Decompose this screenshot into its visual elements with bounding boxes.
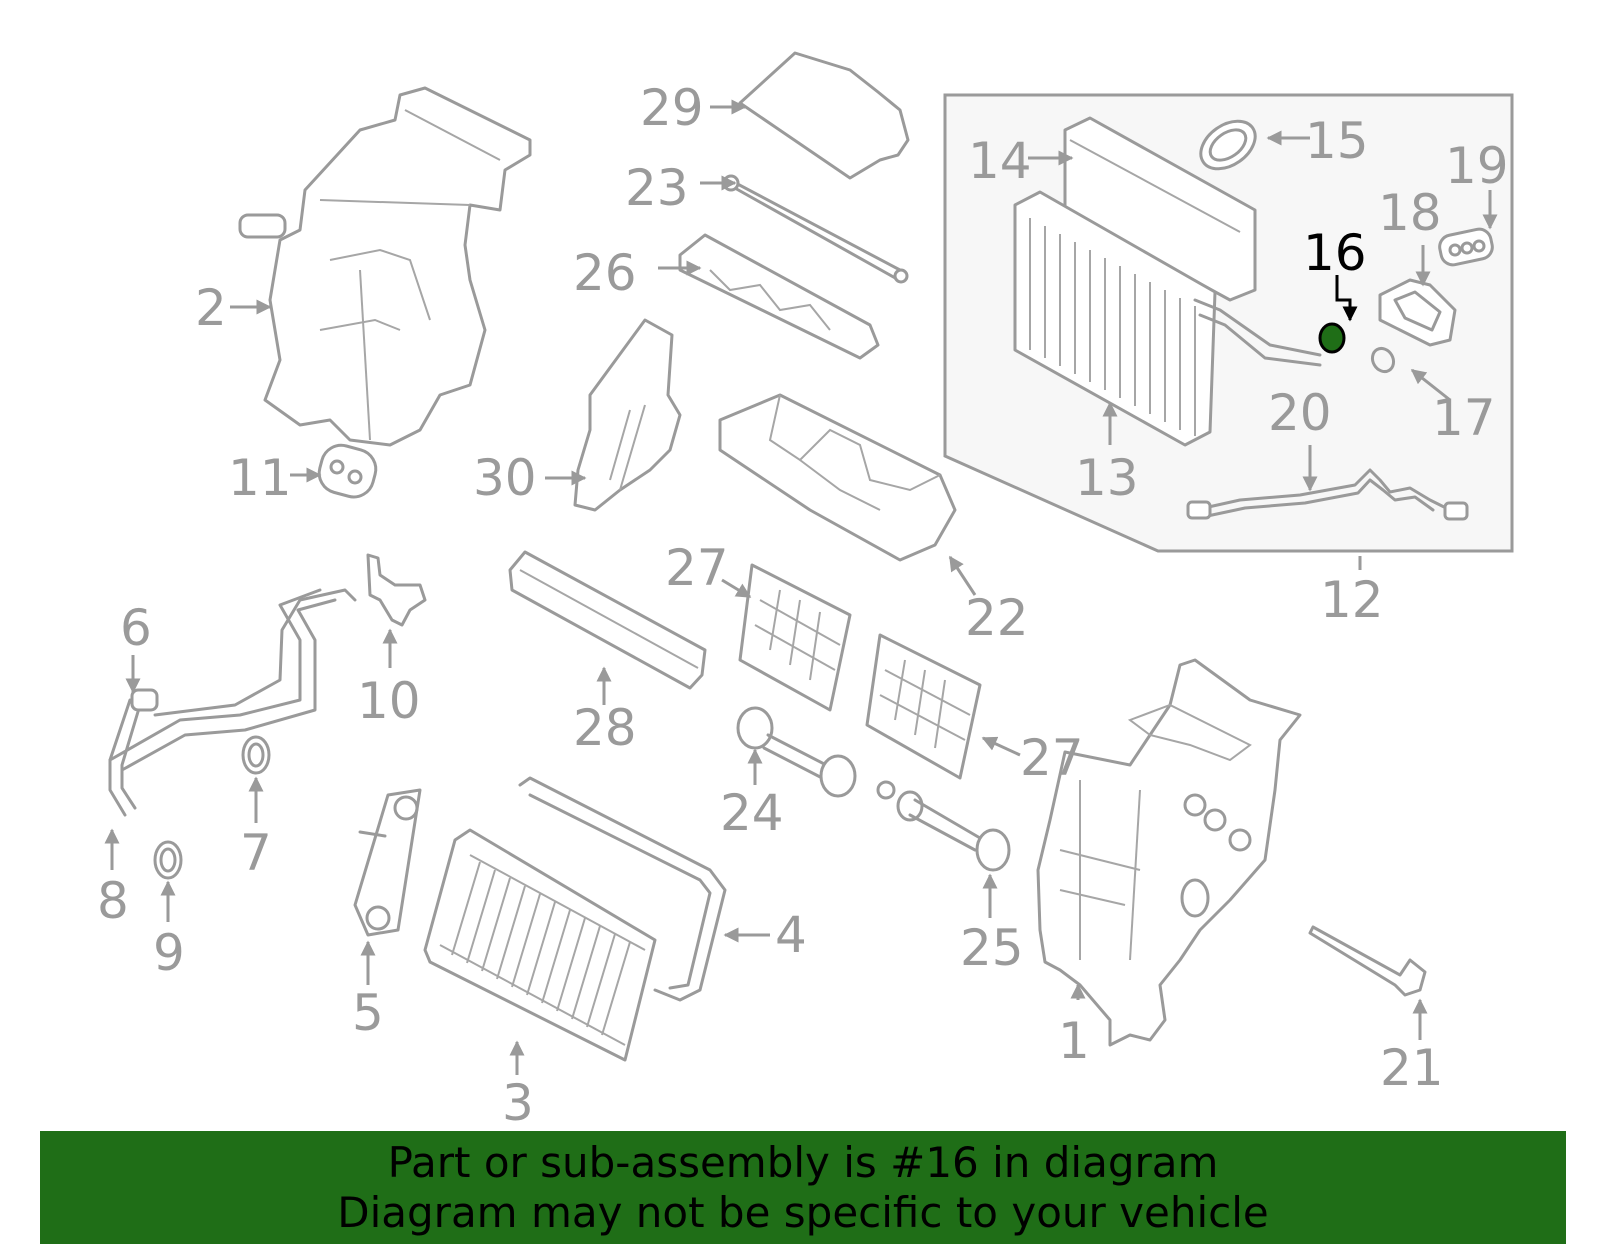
callout-7: 7	[240, 824, 272, 882]
part-13-evaporator-core[interactable]	[1013, 190, 1322, 447]
callout-6: 6	[120, 599, 152, 657]
callout-18: 18	[1378, 184, 1442, 242]
part-28-filter[interactable]	[508, 550, 707, 690]
part-29-cover[interactable]	[738, 51, 910, 180]
banner-line-1: Part or sub-assembly is #16 in diagram	[387, 1137, 1219, 1187]
callout-8: 8	[97, 872, 129, 930]
part-24-shaft[interactable]	[736, 706, 857, 798]
part-25-shaft[interactable]	[876, 780, 1011, 872]
callout-15: 15	[1305, 112, 1369, 170]
part-21-clip[interactable]	[1308, 925, 1427, 997]
callout-4: 4	[775, 906, 807, 964]
part-11-gasket[interactable]	[315, 441, 381, 502]
callout-3: 3	[502, 1074, 534, 1132]
callout-20: 20	[1268, 384, 1332, 442]
part-20-sensor[interactable]	[1186, 468, 1469, 521]
callout-21: 21	[1380, 1039, 1444, 1097]
part-22-case[interactable]	[718, 393, 957, 562]
part-3-heater-core[interactable]	[423, 828, 657, 1062]
callout-25: 25	[960, 919, 1024, 977]
callout-arrows	[104, 99, 1498, 1075]
callout-14: 14	[968, 132, 1032, 190]
callout-28: 28	[573, 699, 637, 757]
callout-2: 2	[195, 279, 227, 337]
banner-line-2: Diagram may not be specific to your vehi…	[337, 1187, 1269, 1237]
callout-5: 5	[352, 984, 384, 1042]
callout-26: 26	[573, 244, 637, 302]
part-17-oring[interactable]	[1368, 345, 1397, 376]
callout-24: 24	[720, 784, 784, 842]
part-19-block[interactable]	[1437, 227, 1494, 267]
part-4-frame[interactable]	[518, 776, 727, 1002]
callout-1: 1	[1058, 1012, 1090, 1070]
part-9-oring[interactable]	[153, 840, 183, 880]
part-10-bracket[interactable]	[366, 553, 427, 627]
callout-22: 22	[965, 589, 1029, 647]
part-15-ring[interactable]	[1192, 111, 1264, 178]
info-banner: Part or sub-assembly is #16 in diagram D…	[40, 1131, 1566, 1244]
callout-27-b: 27	[1020, 729, 1084, 787]
callout-30: 30	[473, 449, 537, 507]
callout-17: 17	[1432, 389, 1496, 447]
callout-10: 10	[357, 672, 421, 730]
part-1-housing[interactable]	[1036, 658, 1302, 1047]
callout-29: 29	[640, 79, 704, 137]
callout-labels: 1 2 3 4 5 6 7 8 9 10 11 12 13 14 15 16 1…	[97, 79, 1509, 1132]
part-6-pipes[interactable]	[108, 588, 357, 817]
part-2-housing[interactable]	[238, 86, 532, 447]
part-30-panel[interactable]	[573, 318, 682, 512]
part-7-oring[interactable]	[241, 735, 271, 775]
part-27-door-a[interactable]	[738, 563, 852, 712]
callout-13: 13	[1075, 449, 1139, 507]
callout-27-a: 27	[665, 539, 729, 597]
part-26-strip[interactable]	[678, 233, 880, 360]
callout-9: 9	[153, 924, 185, 982]
callout-11: 11	[228, 449, 292, 507]
callout-12: 12	[1320, 571, 1384, 629]
part-27-door-b[interactable]	[865, 633, 982, 780]
part-5-tube[interactable]	[353, 788, 422, 937]
callout-23: 23	[625, 159, 689, 217]
callout-16: 16	[1303, 224, 1367, 282]
callout-19: 19	[1445, 137, 1509, 195]
part-16-oring[interactable]	[1318, 322, 1346, 354]
